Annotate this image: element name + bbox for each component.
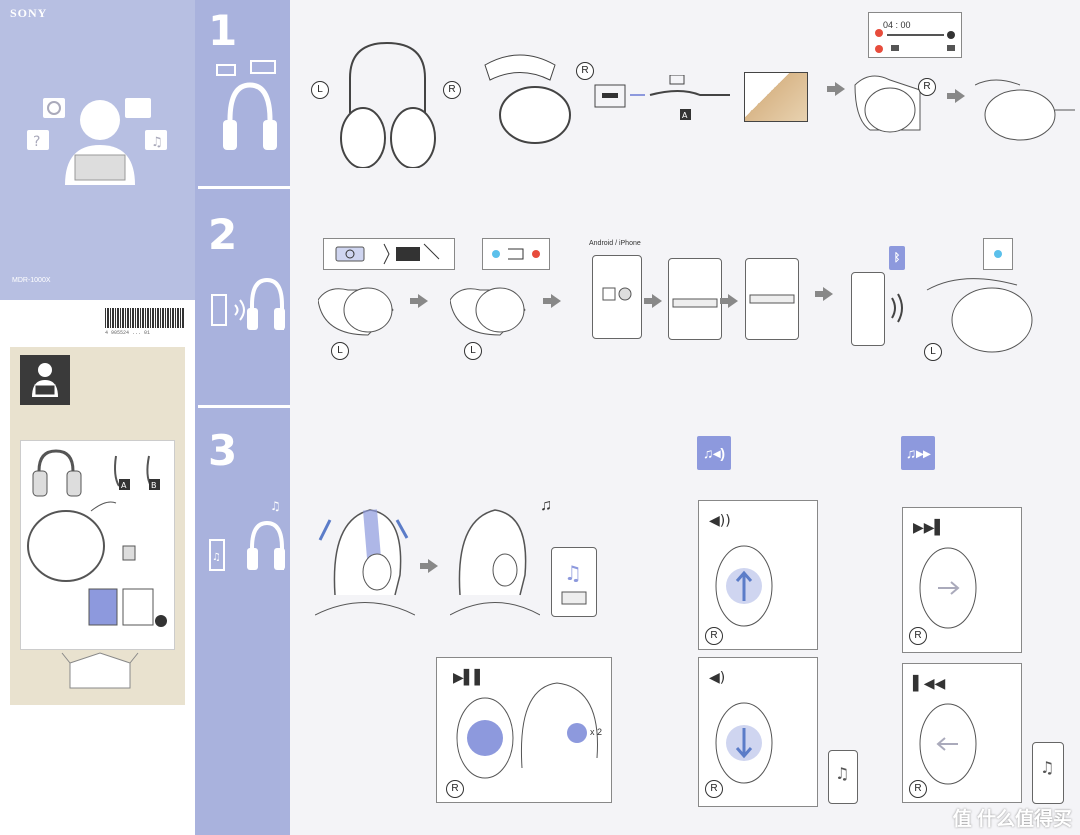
volume-up-panel: ◀)) <box>698 500 818 650</box>
svg-text:♫: ♫ <box>212 552 221 563</box>
next-arrow <box>420 559 438 573</box>
computer-illustration <box>744 72 808 122</box>
contents-list: A B <box>20 440 175 650</box>
divider <box>198 186 290 189</box>
platform-label: Android / iPhone <box>589 240 641 247</box>
right-marker: R <box>443 81 461 99</box>
svg-text:A: A <box>121 481 127 490</box>
tap-count: x 2 <box>590 727 603 737</box>
svg-text:♫: ♫ <box>835 764 849 783</box>
volume-down-panel: ◀) <box>698 657 818 807</box>
charging-timer-panel <box>868 12 962 58</box>
head-wearing-illustration <box>450 509 540 616</box>
svg-text:▌◀◀: ▌◀◀ <box>912 674 946 692</box>
hand-press-power-illustration <box>318 287 394 336</box>
music-headphone-icon: ♫ ♫ <box>209 499 285 571</box>
next-arrow <box>720 294 738 308</box>
svg-text:♫: ♫ <box>270 499 281 513</box>
phone-connected <box>851 272 885 346</box>
right-marker: R <box>576 62 594 80</box>
next-arrow <box>543 294 561 308</box>
svg-text:◀)): ◀)) <box>709 513 731 529</box>
right-marker: R <box>705 780 723 798</box>
brand-logo: SONY <box>10 6 48 20</box>
phone-settings-screen <box>592 255 642 339</box>
left-marker: L <box>464 342 482 360</box>
head-adjust-illustration <box>315 509 415 616</box>
watermark: 值 什么值得买 <box>952 809 1072 830</box>
right-marker: R <box>909 780 927 798</box>
left-marker: L <box>311 81 329 99</box>
svg-text:◀): ◀) <box>709 670 725 686</box>
phone-volume-screen: ♫ <box>828 750 858 804</box>
phone-play-screen: ♫ <box>551 547 597 617</box>
headphone-charged-illustration <box>975 79 1075 141</box>
headphone-paired-illustration <box>926 278 1033 353</box>
barcode <box>105 308 185 328</box>
next-arrow <box>644 294 662 308</box>
svg-text:A: A <box>682 111 688 120</box>
svg-text:♫: ♫ <box>564 561 582 585</box>
right-marker: R <box>909 627 927 645</box>
model-number: MDR-1000X <box>12 277 51 284</box>
step-1-number: 1 <box>208 6 238 55</box>
svg-text:▶▌▌: ▶▌▌ <box>453 668 485 686</box>
contents-illustration: A B <box>27 449 167 627</box>
person-reading-icon: ? ♫ <box>27 98 167 185</box>
music-volume-badge: ♫◂) <box>697 436 731 470</box>
step-2-number: 2 <box>208 210 238 259</box>
right-marker: R <box>705 627 723 645</box>
svg-text:?: ? <box>33 134 40 150</box>
led-status-panel <box>983 238 1013 270</box>
right-marker: R <box>446 780 464 798</box>
svg-text:▶▶▌: ▶▶▌ <box>913 518 945 536</box>
usb-cable-illustration: A <box>594 75 730 120</box>
open-box-icon <box>61 652 139 689</box>
reading-person-icon <box>20 355 70 405</box>
next-arrow <box>947 89 965 103</box>
hand-hold-illustration <box>450 287 526 336</box>
play-pause-panel: ▶▌▌ <box>436 657 612 803</box>
headphones-front-illustration <box>340 41 436 168</box>
next-arrow <box>410 294 428 308</box>
bluetooth-headphone-icon <box>211 277 285 330</box>
next-arrow <box>827 82 845 96</box>
step-3-number: 3 <box>208 426 238 475</box>
phone-device-list-screen <box>745 258 799 340</box>
bluetooth-icon: ᛒ <box>889 246 905 270</box>
charge-headphone-icon <box>216 60 277 150</box>
svg-text:♫: ♫ <box>151 135 163 150</box>
signal-waves-icon <box>891 293 903 323</box>
phone-bluetooth-screen <box>668 258 722 340</box>
svg-text:B: B <box>151 481 157 490</box>
power-button-panel <box>323 238 455 270</box>
svg-text:♫: ♫ <box>1040 758 1054 777</box>
music-note-icon: ♫ <box>540 497 552 514</box>
headphone-side-illustration <box>484 54 571 144</box>
music-skip-badge: ♫▸▸ <box>901 436 935 470</box>
left-marker: L <box>924 343 942 361</box>
charging-time: 04 : 00 <box>883 20 911 30</box>
next-arrow <box>815 287 833 301</box>
phone-track-screen: ♫ <box>1032 742 1064 804</box>
hand-charging-illustration <box>854 75 921 133</box>
divider <box>198 405 290 408</box>
barcode-text: 4 905524 ... 01 <box>105 330 151 336</box>
previous-track-panel: ▌◀◀ <box>902 663 1022 803</box>
left-marker: L <box>331 342 349 360</box>
led-blink-panel <box>482 238 550 270</box>
right-marker: R <box>918 78 936 96</box>
